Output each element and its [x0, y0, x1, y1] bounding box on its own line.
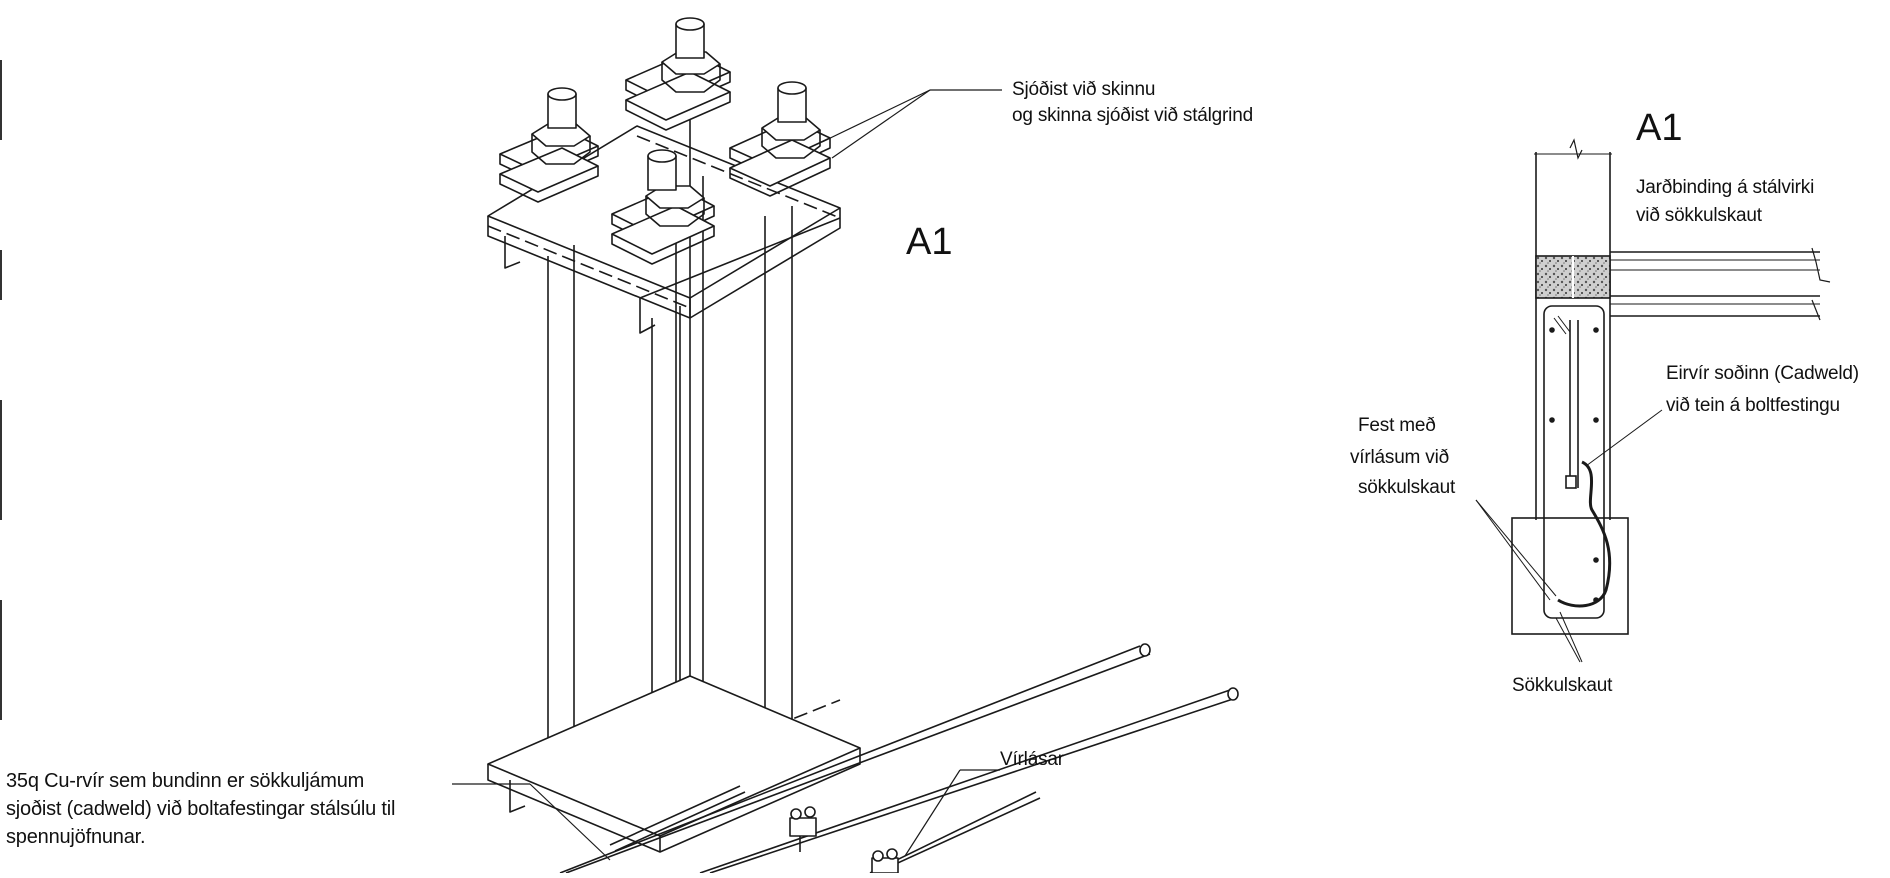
section-detail-a1 — [1475, 138, 1831, 663]
a1-main-label: A1 — [906, 221, 953, 263]
bolt-4 — [611, 149, 715, 265]
copper-wire-note-line-2: við tein á boltfestingu — [1666, 395, 1840, 416]
copper-wire-note-line-1: Eirvír soðinn (Cadweld) — [1666, 363, 1859, 384]
foundation-rods — [559, 643, 1239, 874]
fastened-note-line-3: sökkulskaut — [1358, 477, 1456, 498]
cu-wire-note-line-3: spennujöfnunar. — [6, 826, 146, 848]
earthing-note-line-1: Jarðbinding á stálvirki — [1636, 177, 1815, 198]
wire-clamp-2 — [871, 848, 899, 874]
a1-detail-label: A1 — [1636, 107, 1683, 149]
wire-clamp-1 — [789, 806, 817, 852]
wire-clamps-label: Vírlásar — [1000, 749, 1064, 770]
foundation-electrode-label: Sökkulskaut — [1512, 675, 1613, 696]
weld-note-line-1: Sjóðist við skinnu — [1012, 79, 1156, 100]
cu-wire-note-line-1: 35q Cu-rvír sem bundinn er sökkuljámum — [6, 770, 365, 792]
bottom-base-plate — [487, 675, 861, 853]
bolt-3 — [729, 81, 831, 197]
weld-note-line-2: og skinna sjóðist við stálgrind — [1012, 105, 1253, 126]
leader-lines — [452, 89, 1002, 861]
cu-wire-note-line-2: sjoðist (cadweld) við boltafestingar stá… — [6, 798, 396, 820]
earthing-note-line-2: við sökkulskaut — [1636, 205, 1762, 226]
bolt-1 — [499, 87, 599, 203]
fastened-note-line-1: Fest með — [1358, 415, 1436, 436]
fastened-note-line-2: vírlásum við — [1350, 447, 1449, 468]
bolt-2 — [625, 17, 731, 131]
isometric-column-assembly — [452, 17, 1239, 874]
